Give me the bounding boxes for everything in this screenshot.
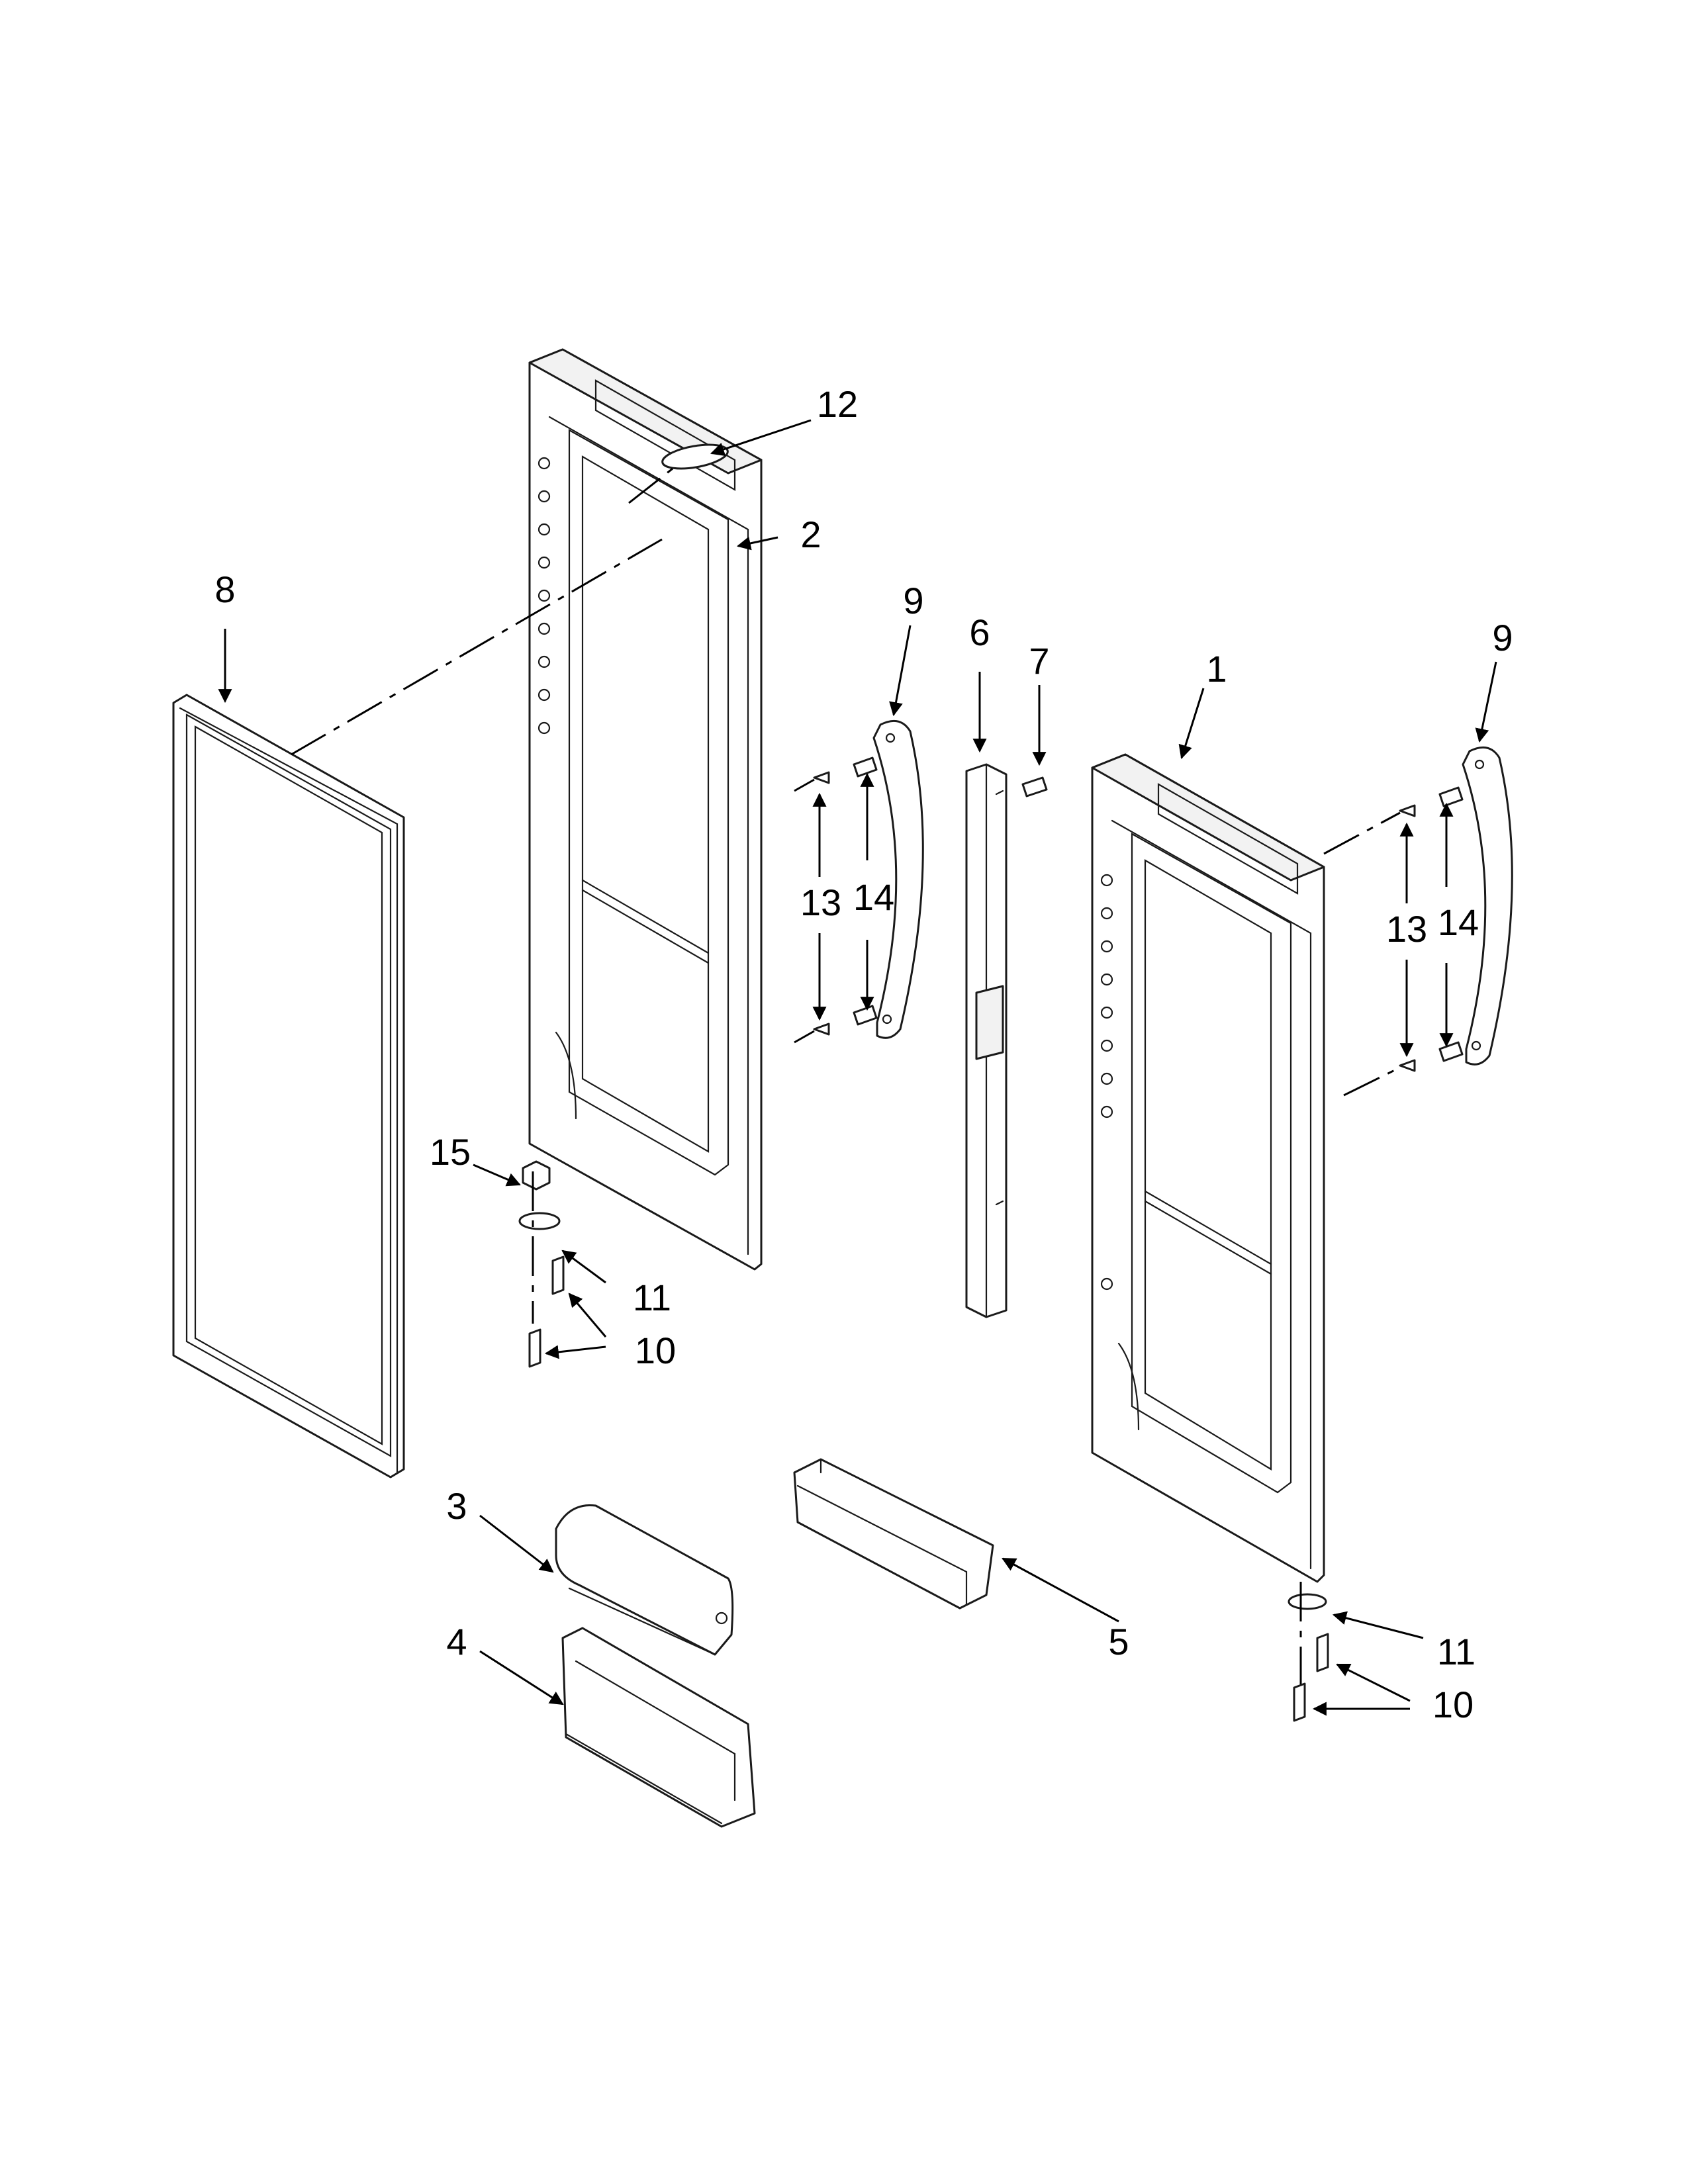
callout-7: 7: [1029, 640, 1049, 682]
callout-13-left: 13: [800, 882, 841, 923]
part-5-door-bin: [793, 1458, 994, 1610]
bushing-alignment-line: [628, 465, 676, 504]
part-8-door-gasket: [172, 694, 405, 1479]
leader-lines: [218, 419, 1497, 1716]
right-door-shelf-slots: [1100, 874, 1113, 1291]
callout-labels: 12 2 8 9 6 7 1 9 13 14 13 14 15 11 10 3 …: [214, 383, 1513, 1725]
part-3-dairy-cover: [555, 1504, 734, 1656]
callout-10-right: 10: [1432, 1684, 1474, 1725]
callout-10-left: 10: [635, 1330, 676, 1371]
part-9-right-handle: [1462, 746, 1513, 1066]
left-door-handle-screws: [794, 756, 878, 1044]
part-9-left-handle: [872, 719, 924, 1039]
left-door-shelf-slots: [538, 457, 551, 735]
gasket-alignment-line: [291, 538, 663, 756]
callout-8: 8: [214, 569, 235, 610]
callout-3: 3: [446, 1485, 467, 1527]
part-2-left-door: [528, 348, 763, 1271]
callout-6: 6: [969, 612, 990, 653]
callout-11-left: 11: [633, 1277, 671, 1318]
callout-1: 1: [1206, 648, 1227, 690]
part-6-center-mullion: [965, 763, 1008, 1318]
right-lower-hinge-hardware: [1288, 1582, 1329, 1722]
callout-12: 12: [817, 383, 858, 425]
left-lower-hinge-hardware: [518, 1160, 565, 1368]
callout-4: 4: [446, 1621, 467, 1662]
callout-5: 5: [1108, 1621, 1129, 1662]
callout-9-left: 9: [903, 580, 923, 621]
part-1-right-door: [1091, 753, 1325, 1583]
callout-15: 15: [430, 1131, 471, 1173]
callout-2: 2: [800, 514, 821, 555]
part-4-dairy-bin: [561, 1627, 756, 1828]
callout-9-right: 9: [1492, 617, 1513, 659]
callout-11-right: 11: [1437, 1631, 1476, 1672]
callout-13-right: 13: [1386, 908, 1427, 950]
part-7-mullion-screw: [1021, 776, 1048, 797]
callout-14-right: 14: [1438, 901, 1479, 943]
callout-14-left: 14: [853, 876, 894, 918]
